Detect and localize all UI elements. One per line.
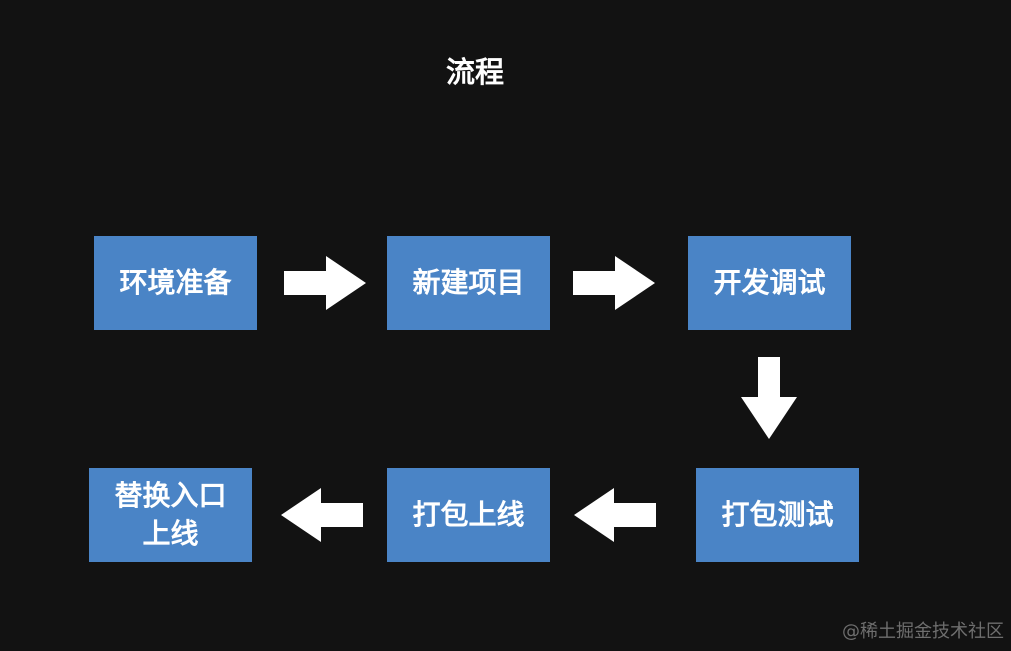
step-new-project: 新建项目	[387, 236, 550, 330]
step-label: 替换入口上线	[114, 479, 227, 550]
step-label: 开发调试	[713, 266, 826, 299]
step-environment-prep: 环境准备	[94, 236, 257, 330]
arrow-right-icon	[284, 256, 366, 310]
diagram-title: 流程	[445, 55, 504, 89]
arrow-down-icon	[741, 357, 797, 439]
arrow-left-icon	[281, 488, 363, 542]
step-label: 环境准备	[119, 266, 232, 299]
arrow-left-icon	[574, 488, 656, 542]
step-replace-entry-release: 替换入口上线	[89, 468, 252, 562]
arrow-right-icon	[573, 256, 655, 310]
step-label: 新建项目	[412, 266, 525, 299]
step-package-release: 打包上线	[387, 468, 550, 562]
step-package-test: 打包测试	[696, 468, 859, 562]
step-label: 打包测试	[721, 498, 834, 531]
watermark: @稀土掘金技术社区	[842, 621, 1004, 642]
step-label: 打包上线	[412, 498, 525, 531]
step-dev-debug: 开发调试	[688, 236, 851, 330]
